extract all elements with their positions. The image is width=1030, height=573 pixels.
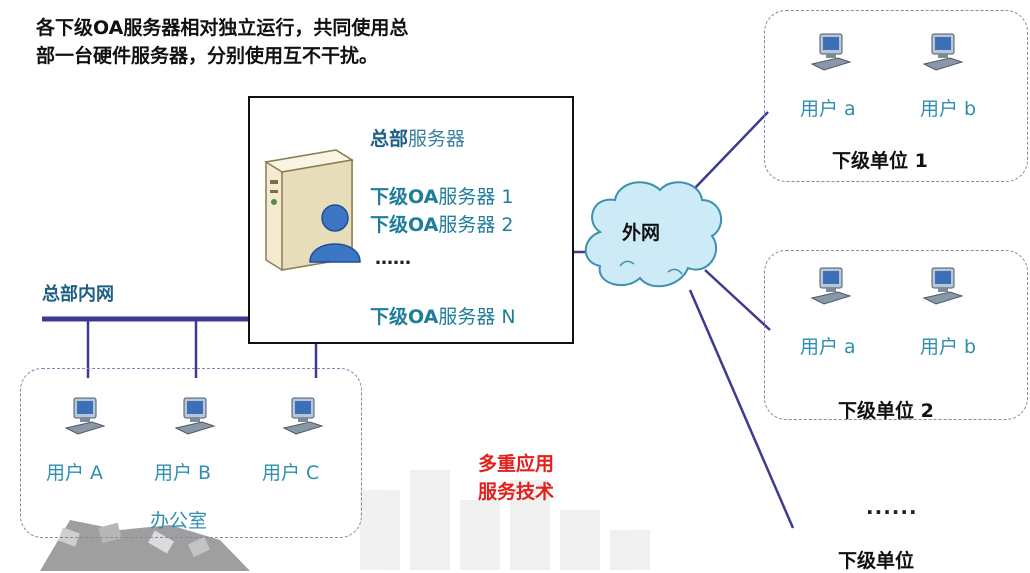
intranet-label: 总部内网 [42, 284, 114, 305]
internet-cloud [584, 181, 722, 288]
decorative-blocks [360, 470, 650, 570]
hq-server-title: 总部服务器 [370, 124, 465, 151]
rubble-graphic [40, 520, 250, 571]
computer-icon [172, 394, 218, 440]
sub-oa-server-2: 下级OA服务器 2 [370, 210, 514, 237]
office-group [20, 368, 362, 538]
multi-app-highlight: 多重应用 服务技术 [478, 453, 555, 503]
hq-title-rest: 服务器 [408, 128, 466, 150]
unit2-user-a: 用户 a [800, 336, 856, 358]
unit-1-group [764, 10, 1028, 182]
sub-oa-2-rest: 服务器 2 [438, 214, 514, 236]
internet-label: 外网 [622, 222, 661, 244]
computer-icon [280, 394, 326, 440]
sub-oa-2-bold: 下级OA [370, 214, 439, 236]
sub-oa-server-n: 下级OA服务器 N [370, 302, 516, 329]
computer-icon [808, 264, 854, 310]
computer-icon [920, 30, 966, 76]
unit2-title: 下级单位 2 [838, 400, 934, 422]
unit1-title: 下级单位 1 [832, 150, 928, 172]
cloud-to-unit1 [694, 111, 769, 189]
sub-oa-1-bold: 下级OA [370, 186, 439, 208]
cloud-to-unitN [688, 289, 795, 529]
unit1-user-b: 用户 b [920, 98, 977, 120]
hq-ellipsis: …… [375, 248, 411, 269]
office-label: 办公室 [150, 510, 208, 532]
user-avatar-icon [309, 204, 361, 263]
unit2-user-b: 用户 b [920, 336, 977, 358]
office-user-b: 用户 B [154, 462, 212, 484]
computer-icon [808, 30, 854, 76]
server-tower-icon [263, 149, 355, 271]
office-user-a: 用户 A [46, 462, 104, 484]
office-user-c: 用户 C [262, 462, 320, 484]
sub-oa-1-rest: 服务器 1 [438, 186, 514, 208]
computer-icon [920, 264, 966, 310]
sub-oa-server-1: 下级OA服务器 1 [370, 182, 514, 209]
sub-oa-n-rest: 服务器 N [438, 306, 516, 328]
sub-oa-n-bold: 下级OA [370, 306, 439, 328]
unit-2-group [764, 250, 1028, 420]
unit1-user-a: 用户 a [800, 98, 856, 120]
hq-title-bold: 总部 [370, 128, 409, 150]
diagram-caption: 各下级OA服务器相对独立运行，共同使用总 部一台硬件服务器，分别使用互不干扰。 [36, 17, 409, 67]
computer-icon [62, 394, 108, 440]
last-unit-title: 下级单位 [838, 550, 915, 572]
cloud-to-unit2 [704, 269, 771, 331]
more-units-dots: ······ [866, 500, 918, 524]
